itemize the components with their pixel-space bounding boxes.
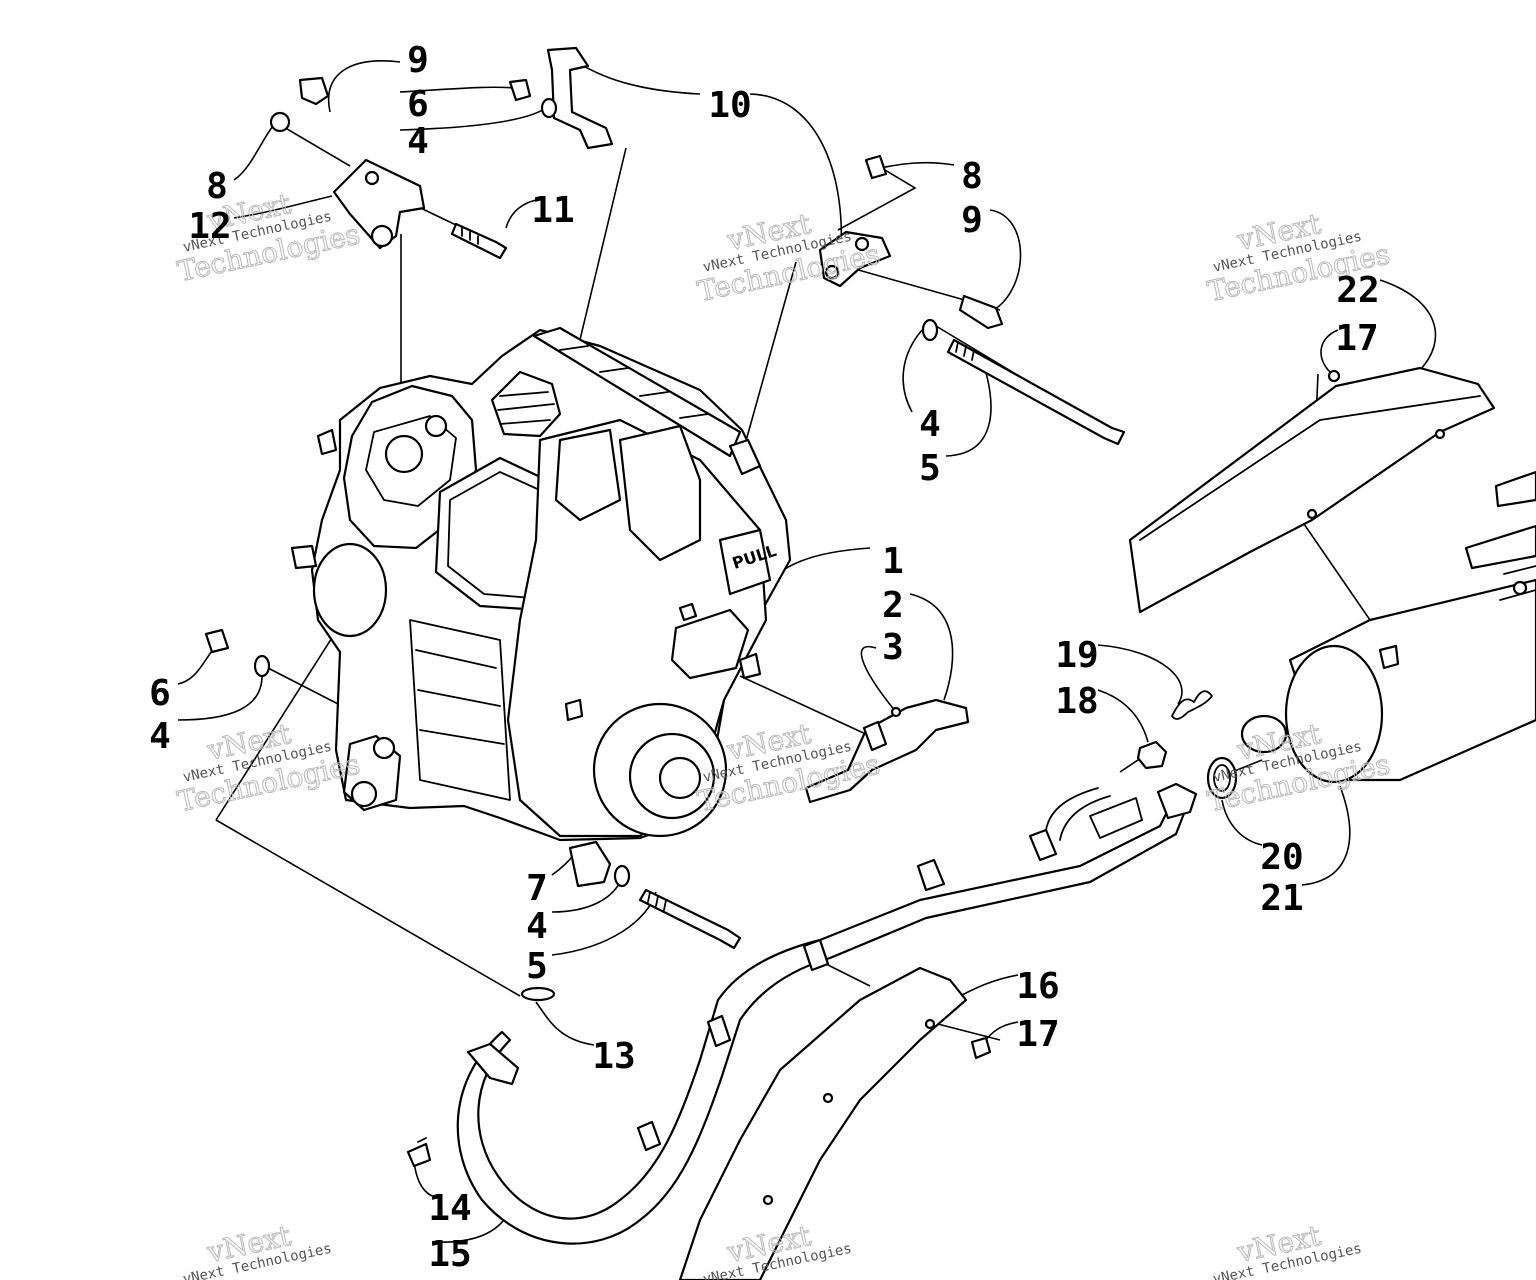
callout-22: 22	[1336, 270, 1379, 311]
heat-shield-lower	[678, 966, 992, 1280]
callout-19: 19	[1055, 635, 1098, 676]
callout-7: 7	[526, 868, 548, 909]
callout-17: 17	[1016, 1014, 1059, 1055]
callout-8: 8	[206, 166, 228, 207]
callout-18: 18	[1055, 681, 1098, 722]
callout-16: 16	[1016, 966, 1059, 1007]
callout-9: 9	[407, 40, 429, 81]
callout-10: 10	[708, 85, 751, 126]
callout-5: 5	[526, 946, 548, 987]
callout-21: 21	[1260, 878, 1303, 919]
callout-5: 5	[919, 448, 941, 489]
muffler-assembly	[1128, 366, 1536, 800]
callout-4: 4	[526, 906, 548, 947]
callout-13: 13	[592, 1036, 635, 1077]
callout-4: 4	[919, 404, 941, 445]
callout-3: 3	[882, 627, 904, 668]
callout-8: 8	[961, 156, 983, 197]
callout-9: 9	[961, 200, 983, 241]
callout-6: 6	[407, 84, 429, 125]
callout-1: 1	[882, 541, 904, 582]
callout-17: 17	[1335, 318, 1378, 359]
callout-20: 20	[1260, 837, 1303, 878]
callout-6: 6	[149, 673, 171, 714]
callout-4: 4	[149, 716, 171, 757]
callout-4: 4	[407, 121, 429, 162]
callout-14: 14	[428, 1188, 471, 1229]
callout-2: 2	[882, 585, 904, 626]
mount-brackets	[204, 46, 1126, 950]
engine-assembly: PULL	[290, 326, 792, 842]
callout-11: 11	[531, 190, 574, 231]
callout-12: 12	[188, 206, 231, 247]
callout-15: 15	[428, 1234, 471, 1275]
exhaust-pipe	[406, 782, 1198, 1245]
